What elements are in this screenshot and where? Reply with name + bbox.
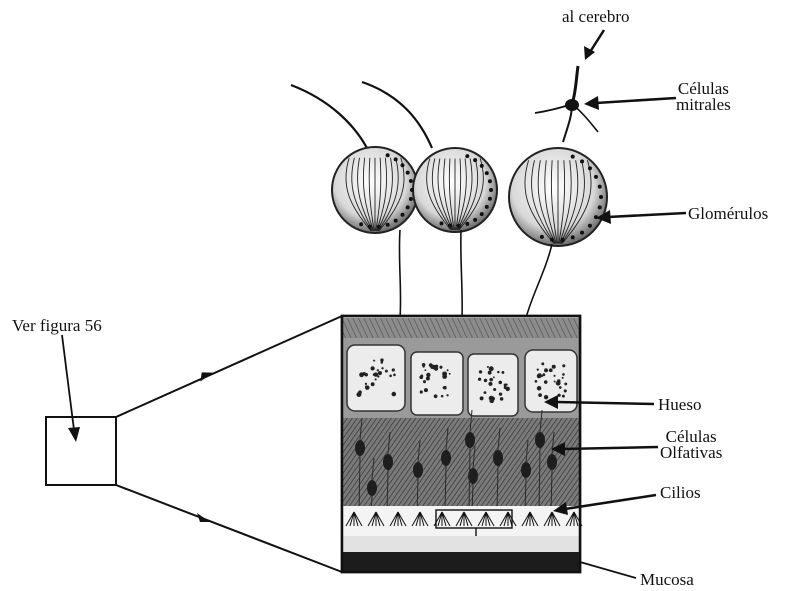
projection-lines bbox=[116, 316, 342, 572]
label-ver-figura: Ver figura 56 bbox=[12, 317, 102, 334]
label-celulas-mitrales: Células mitrales bbox=[676, 81, 731, 113]
label-glomerulos: Glomérulos bbox=[688, 205, 768, 222]
bone-cavities bbox=[347, 345, 577, 416]
label-celulas-mitrales-line2: mitrales bbox=[676, 97, 731, 113]
label-mucosa: Mucosa bbox=[640, 571, 694, 588]
label-celulas-olfativas: Células Olfativas bbox=[660, 429, 722, 461]
glomeruli-group bbox=[291, 82, 607, 318]
label-celulas-olfativas-line2: Olfativas bbox=[660, 445, 722, 461]
olfactory-tissue-block bbox=[342, 316, 582, 572]
label-hueso: Hueso bbox=[658, 396, 701, 413]
reference-box bbox=[46, 417, 116, 485]
label-al-cerebro: al cerebro bbox=[562, 8, 629, 25]
mucosa-layer bbox=[343, 552, 579, 571]
label-cilios: Cilios bbox=[660, 484, 701, 501]
